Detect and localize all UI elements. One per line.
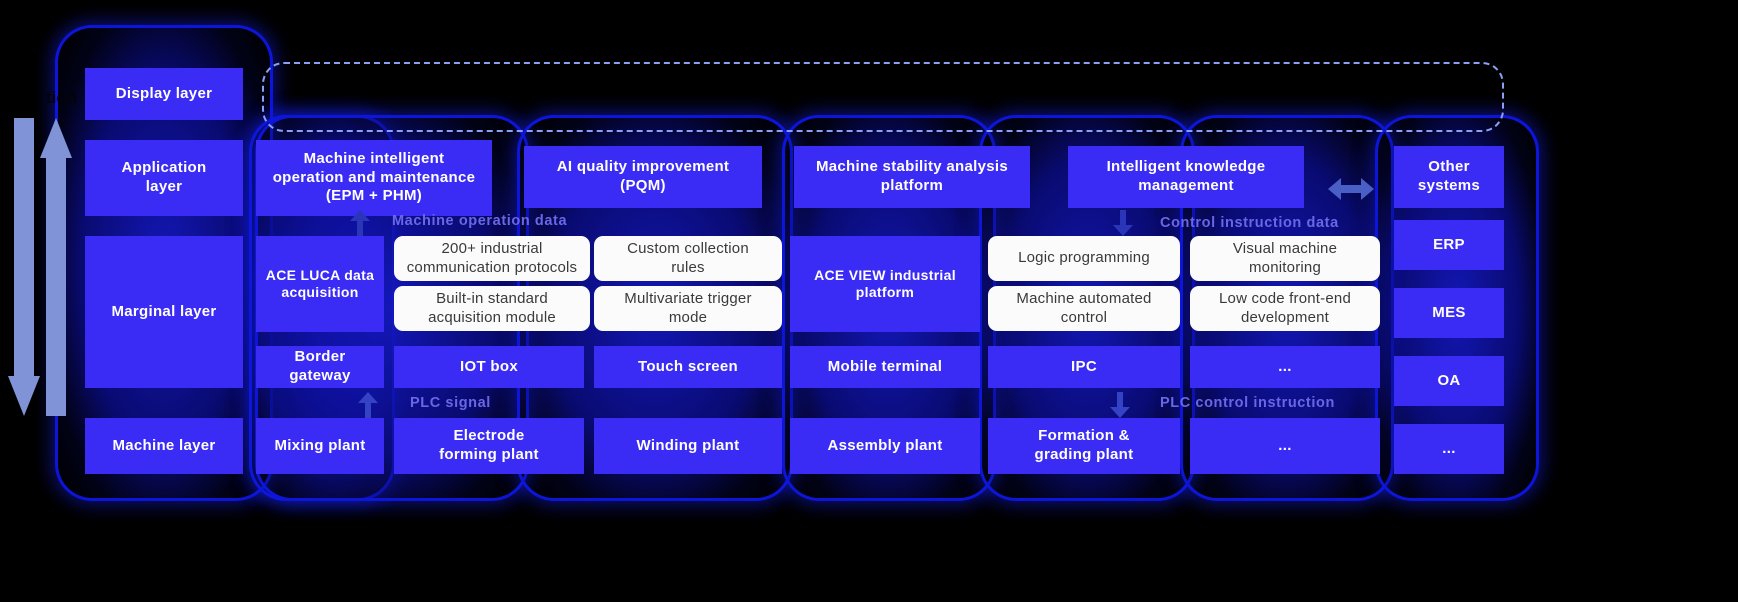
display-layer-dashed-region [262, 62, 1504, 132]
machine-operation-data-up-arrow [350, 210, 370, 236]
device-card-touch-screen[interactable]: Touch screen [594, 346, 782, 388]
marginal-white-visual-machine-monitoring[interactable]: Visual machine monitoring [1190, 236, 1380, 281]
app-card-machine-stability-analysis[interactable]: Machine stability analysis platform [794, 146, 1030, 208]
device-card-border-gateway[interactable]: Border gateway [256, 346, 384, 388]
marginal-white-multivariate-trigger-mode[interactable]: Multivariate trigger mode [594, 286, 782, 331]
app-card-intelligent-knowledge-management[interactable]: Intelligent knowledge management [1068, 146, 1304, 208]
data-upward-flow-arrow [40, 118, 72, 416]
marginal-white-custom-collection-rules[interactable]: Custom collection rules [594, 236, 782, 281]
machine-card-mixing-plant[interactable]: Mixing plant [256, 418, 384, 474]
machine-card-formation-grading-plant[interactable]: Formation & grading plant [988, 418, 1180, 474]
device-card-mobile-terminal[interactable]: Mobile terminal [790, 346, 980, 388]
system-card-mes[interactable]: MES [1394, 288, 1504, 338]
machine-card-assembly-plant[interactable]: Assembly plant [790, 418, 980, 474]
layer-label-application[interactable]: Application layer [85, 140, 243, 216]
system-card-more[interactable]: ... [1394, 424, 1504, 474]
app-card-ai-quality-improvement[interactable]: AI quality improvement (PQM) [524, 146, 762, 208]
plc-signal-up-arrow [358, 392, 378, 418]
marginal-white-200-protocols[interactable]: 200+ industrial communication protocols [394, 236, 590, 281]
flow-label-plc-control-instruction: PLC control instruction [1160, 395, 1335, 411]
system-card-erp[interactable]: ERP [1394, 220, 1504, 270]
machine-card-more[interactable]: ... [1190, 418, 1380, 474]
machine-card-winding-plant[interactable]: Winding plant [594, 418, 782, 474]
app-card-machine-intelligent-om[interactable]: Machine intelligent operation and mainte… [256, 140, 492, 216]
marginal-white-builtin-standard-module[interactable]: Built-in standard acquisition module [394, 286, 590, 331]
system-card-oa[interactable]: OA [1394, 356, 1504, 406]
flow-label-machine-operation-data: Machine operation data [392, 213, 568, 229]
layer-label-marginal[interactable]: Marginal layer [85, 236, 243, 388]
device-card-iot-box[interactable]: IOT box [394, 346, 584, 388]
marginal-card-ace-view[interactable]: ACE VIEW industrial platform [790, 236, 980, 332]
side-clipped-label: tion [46, 88, 78, 107]
marginal-white-machine-automated-control[interactable]: Machine automated control [988, 286, 1180, 331]
system-card-other-systems[interactable]: Other systems [1394, 146, 1504, 208]
flow-label-control-instruction-data: Control instruction data [1160, 215, 1339, 231]
layer-label-machine[interactable]: Machine layer [85, 418, 243, 474]
device-card-more[interactable]: ... [1190, 346, 1380, 388]
marginal-white-low-code-frontend-development[interactable]: Low code front-end development [1190, 286, 1380, 331]
marginal-card-ace-luca[interactable]: ACE LUCA data acquisition [256, 236, 384, 332]
control-downward-flow-arrow [8, 118, 40, 416]
control-instruction-data-down-arrow [1113, 210, 1133, 236]
machine-card-electrode-forming-plant[interactable]: Electrode forming plant [394, 418, 584, 474]
marginal-white-logic-programming[interactable]: Logic programming [988, 236, 1180, 281]
flow-label-plc-signal: PLC signal [410, 395, 491, 411]
bidirectional-integration-arrow [1328, 176, 1374, 207]
layer-label-display[interactable]: Display layer [85, 68, 243, 120]
device-card-ipc[interactable]: IPC [988, 346, 1180, 388]
plc-control-instruction-down-arrow [1110, 392, 1130, 418]
